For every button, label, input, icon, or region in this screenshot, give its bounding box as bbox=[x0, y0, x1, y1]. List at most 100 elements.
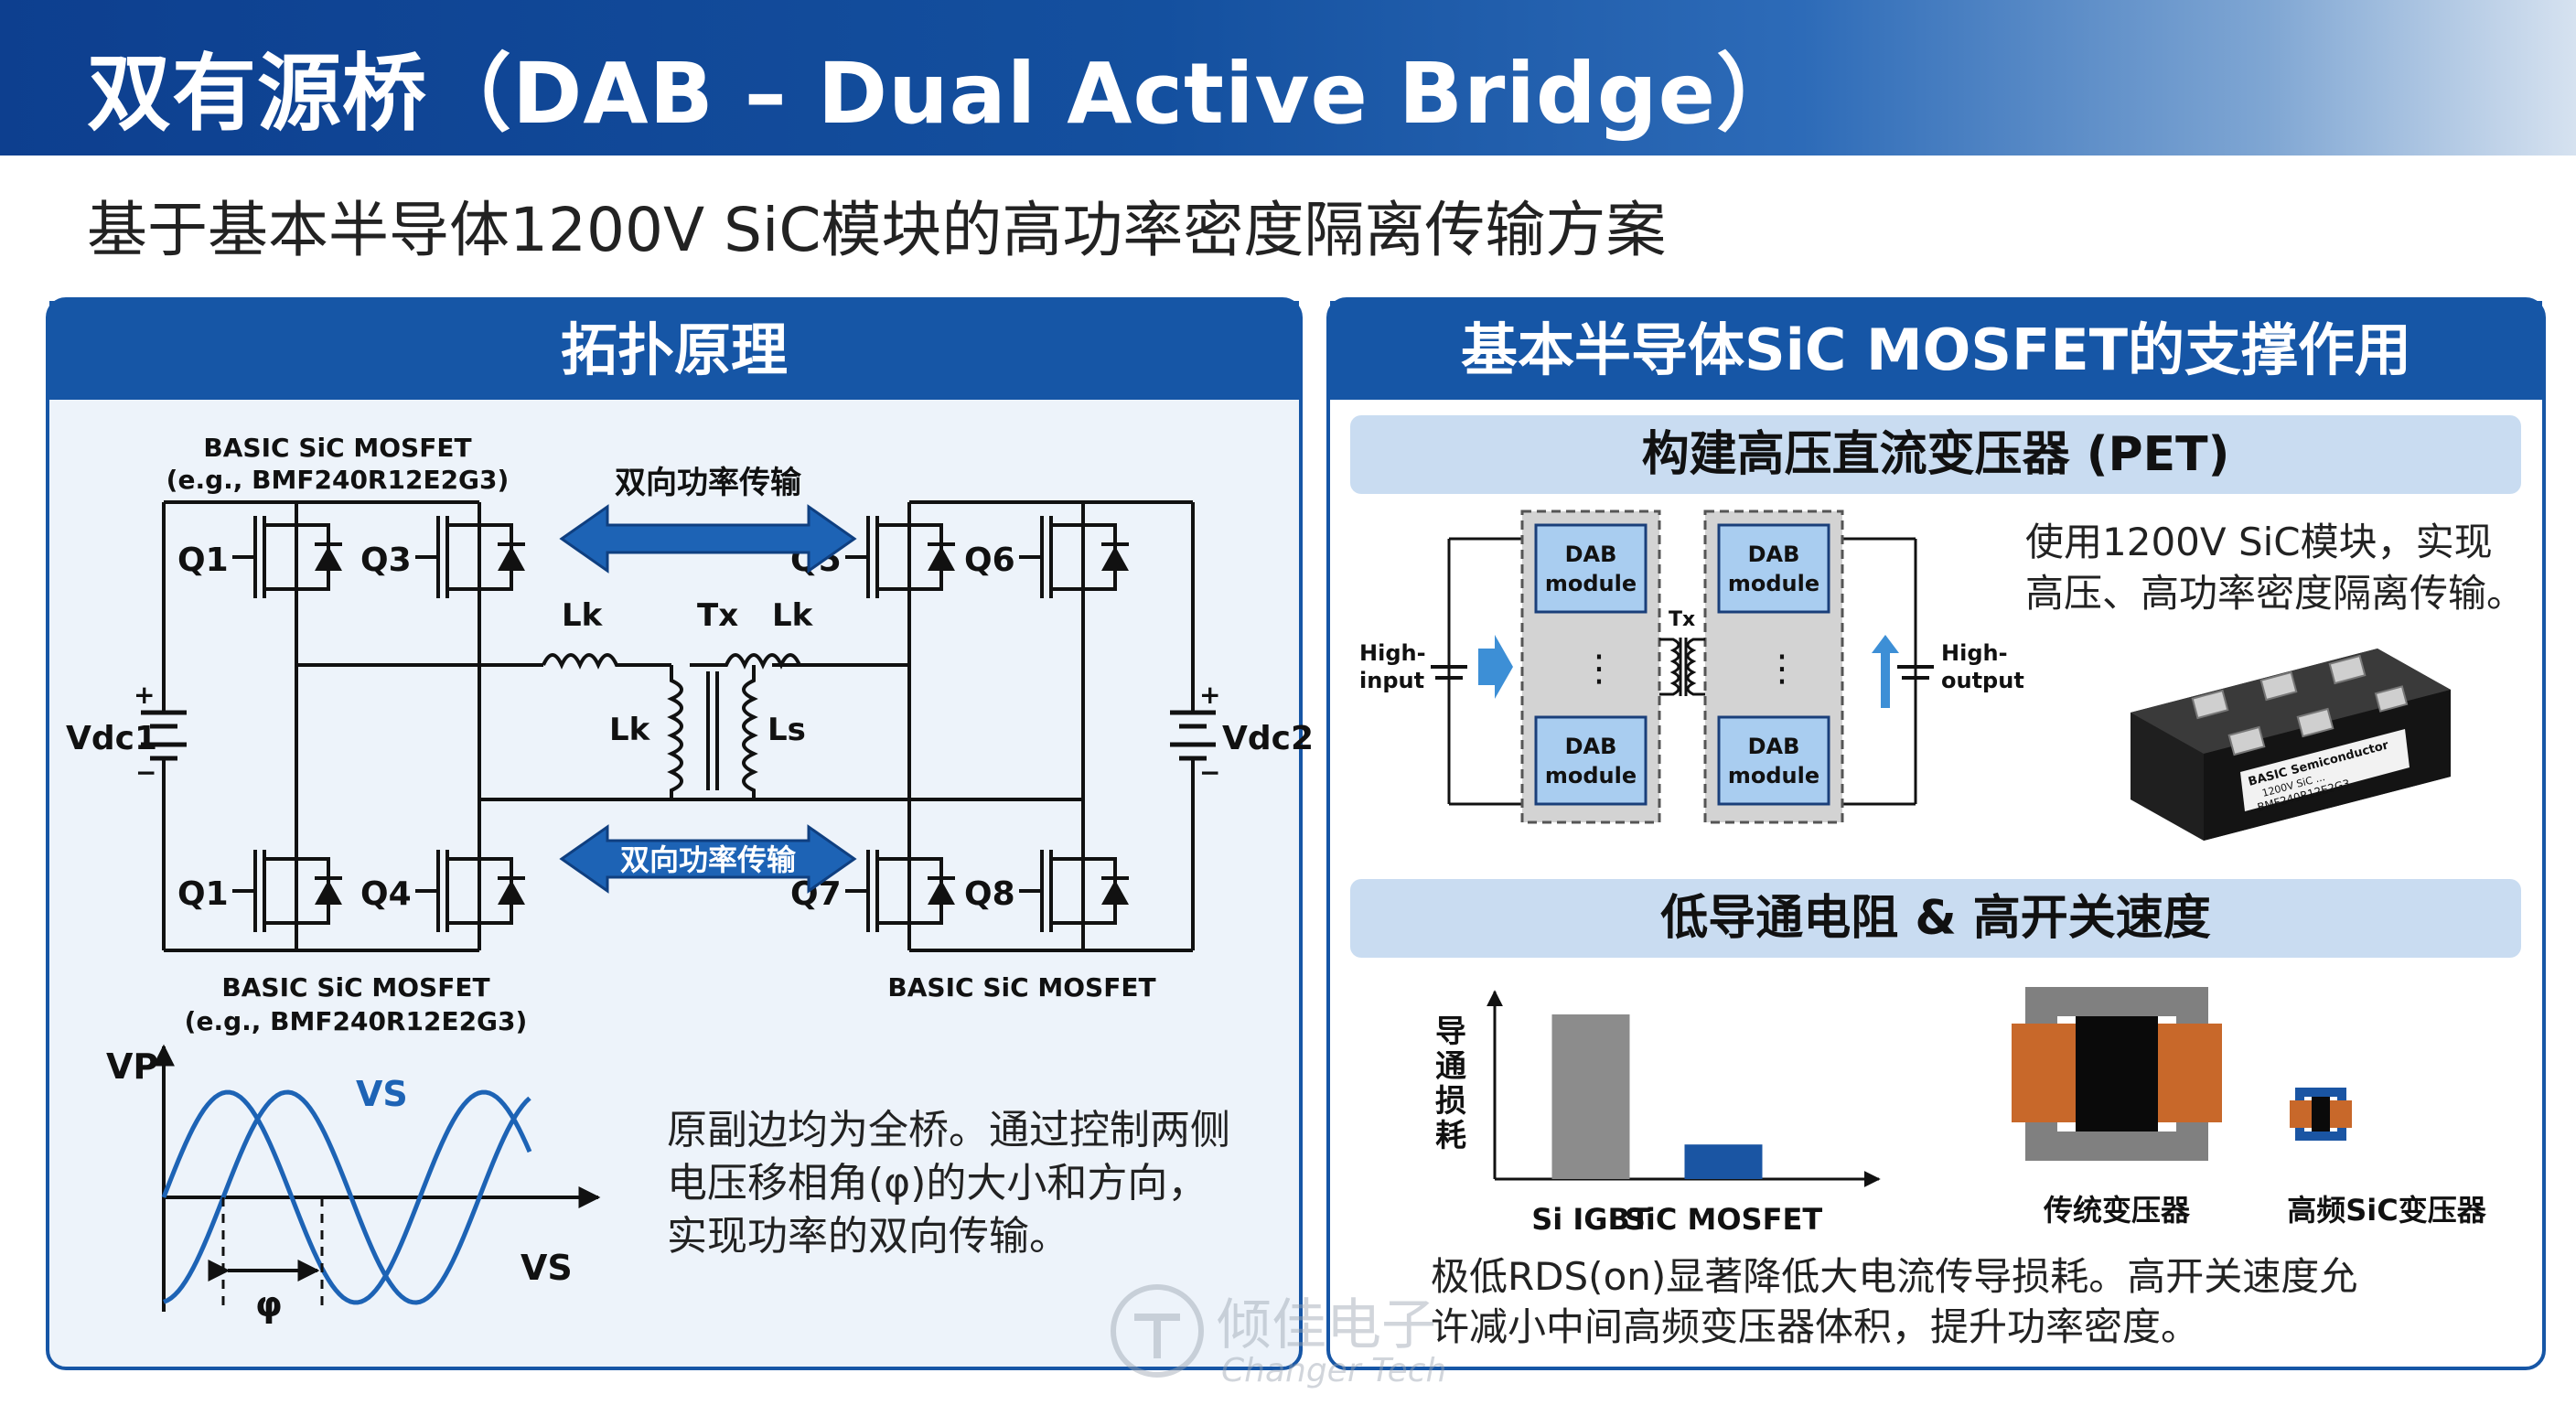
bottom-left-module-label-2: (e.g., BMF240R12E2G3) bbox=[185, 1006, 528, 1036]
dab-module-box: DAB module bbox=[1534, 715, 1648, 806]
topology-panel: 拓扑原理 BASIC SiC MOSFET (e.g., BMF240R12E2… bbox=[46, 297, 1314, 1370]
input-flow-arrow bbox=[1478, 635, 1513, 699]
switch-label: Q8 bbox=[964, 875, 1015, 913]
mosfet-switch: Q7 bbox=[790, 836, 955, 946]
mosfet-switch: Q6 bbox=[964, 502, 1129, 612]
bidirectional-arrow-top bbox=[559, 504, 857, 574]
hf-sic-transformer-graphic bbox=[2290, 1088, 2352, 1141]
vdc2-plus: + bbox=[1199, 680, 1220, 710]
lk-left-label: Lk bbox=[562, 597, 604, 634]
traditional-transformer-label: 传统变压器 bbox=[2043, 1193, 2191, 1228]
page-title: 双有源桥（DAB – Dual Active Bridge） bbox=[87, 45, 1802, 143]
left-bridge-wires bbox=[162, 500, 681, 952]
phi-label: φ bbox=[255, 1284, 283, 1325]
pet-description-line2: 高压、高功率密度隔离传输。 bbox=[2025, 571, 2526, 616]
vdc2-source bbox=[1170, 710, 1216, 761]
sic-description-line1: 极低RDS(on)显著降低大电流传导损耗。高开关速度允 bbox=[1431, 1254, 2358, 1299]
right-bridge-wires bbox=[681, 500, 1195, 952]
svg-text:DAB: DAB bbox=[1565, 734, 1617, 759]
bottom-left-module-label-1: BASIC SiC MOSFET bbox=[221, 972, 489, 1003]
lk-inductor-right bbox=[690, 653, 809, 670]
watermark-logo-icon bbox=[1111, 1284, 1204, 1378]
pet-transformer bbox=[1659, 638, 1705, 696]
vdc1-minus: − bbox=[135, 757, 156, 788]
dab-module-box: DAB module bbox=[1717, 523, 1830, 614]
bar-category-label: Si IGBT bbox=[1531, 1202, 1650, 1237]
dab-module-box: DAB module bbox=[1534, 523, 1648, 614]
svg-text:DAB: DAB bbox=[1748, 734, 1800, 759]
high-output-label-1: High- bbox=[1941, 640, 2008, 666]
y-axis-label-2: 通 bbox=[1435, 1048, 1466, 1085]
vs-label-top: VS bbox=[356, 1074, 408, 1114]
high-output-label-2: output bbox=[1941, 668, 2024, 693]
title-bar: 双有源桥（DAB – Dual Active Bridge） bbox=[0, 0, 2576, 156]
dab-circuit-diagram: BASIC SiC MOSFET (e.g., BMF240R12E2G3) bbox=[66, 433, 1314, 1325]
switch-label: Q1 bbox=[177, 875, 229, 913]
mosfet-switch: Q3 bbox=[360, 502, 525, 612]
topology-description-line3: 实现功率的双向传输。 bbox=[667, 1213, 1069, 1260]
y-axis-label-1: 导 bbox=[1435, 1014, 1466, 1050]
sic-support-panel: 基本半导体SiC MOSFET的支撑作用 构建高压直流变压器 (PET) DAB… bbox=[1326, 297, 2546, 1370]
mosfet-switches: Q1Q3Q5Q6Q1Q4Q7Q8 bbox=[177, 502, 1129, 946]
vdc2-minus: − bbox=[1199, 757, 1220, 788]
mosfet-switch: Q8 bbox=[964, 836, 1129, 946]
ellipsis-right: ⋮ bbox=[1764, 648, 1800, 690]
vdc2-label: Vdc2 bbox=[1222, 720, 1314, 757]
transformer-size-comparison: 传统变压器 高频SiC变压器 bbox=[2012, 987, 2487, 1228]
bar-category-label: SiC MOSFET bbox=[1625, 1202, 1822, 1237]
traditional-transformer-graphic bbox=[2012, 987, 2222, 1161]
svg-text:module: module bbox=[1545, 763, 1637, 788]
arrow-top-label: 双向功率传输 bbox=[615, 465, 802, 501]
high-input-label-1: High- bbox=[1359, 640, 1426, 666]
bidirectional-arrow-bottom bbox=[559, 824, 857, 894]
sic-advantage-section-title: 低导通电阻 & 高开关速度 bbox=[1350, 879, 2521, 958]
mosfet-switch: Q4 bbox=[360, 836, 525, 946]
dab-module-box: DAB module bbox=[1717, 715, 1830, 806]
vdc1-label: Vdc1 bbox=[66, 720, 157, 757]
watermark-subtext: Changer Tech bbox=[1221, 1352, 1447, 1389]
mosfet-switch: Q1 bbox=[177, 502, 342, 612]
pet-section-title: 构建高压直流变压器 (PET) bbox=[1350, 415, 2521, 494]
tx-label: Tx bbox=[697, 597, 738, 634]
sic-description-line2: 许减小中间高频变压器体积，提升功率密度。 bbox=[1431, 1304, 2200, 1349]
page-subtitle: 基于基本半导体1200V SiC模块的高功率密度隔离传输方案 bbox=[87, 195, 1667, 265]
lk-inductor-left bbox=[542, 653, 671, 670]
bar bbox=[1551, 1014, 1630, 1179]
transformer-tx bbox=[667, 665, 758, 799]
vdc1-plus: + bbox=[134, 680, 155, 710]
sic-module-image: BASIC Semiconductor 1200V SiC ... BMF240… bbox=[2131, 649, 2451, 841]
y-axis-label-3: 损 bbox=[1435, 1083, 1466, 1120]
bar bbox=[1684, 1144, 1763, 1179]
high-input-label-2: input bbox=[1359, 668, 1424, 693]
vdc1-source bbox=[141, 710, 187, 761]
switch-label: Q1 bbox=[177, 542, 229, 579]
phase-shift-waveform bbox=[153, 1044, 601, 1312]
svg-text:module: module bbox=[1728, 763, 1819, 788]
ls-label: Ls bbox=[767, 712, 806, 748]
output-flow-arrow bbox=[1872, 635, 1899, 708]
mosfet-switch: Q1 bbox=[177, 836, 342, 946]
svg-text:module: module bbox=[1728, 571, 1819, 596]
switch-label: Q3 bbox=[360, 542, 412, 579]
lk-right-label: Lk bbox=[772, 597, 814, 634]
watermark-text: 倾佳电子 bbox=[1217, 1293, 1436, 1357]
svg-text:DAB: DAB bbox=[1565, 542, 1617, 567]
hf-sic-transformer-label: 高频SiC变压器 bbox=[2287, 1193, 2487, 1228]
switch-label: Q6 bbox=[964, 542, 1015, 579]
switch-label: Q4 bbox=[360, 875, 412, 913]
sic-support-panel-title: 基本半导体SiC MOSFET的支撑作用 bbox=[1330, 301, 2542, 400]
topology-description-line2: 电压移相角(φ)的大小和方向， bbox=[667, 1160, 1208, 1207]
lk-mag-label: Lk bbox=[609, 712, 651, 748]
ellipsis-left: ⋮ bbox=[1581, 648, 1617, 690]
svg-text:DAB: DAB bbox=[1748, 542, 1800, 567]
y-axis-label-4: 耗 bbox=[1435, 1118, 1466, 1154]
top-module-label-1: BASIC SiC MOSFET bbox=[203, 433, 471, 463]
top-module-label-2: (e.g., BMF240R12E2G3) bbox=[166, 465, 510, 495]
topology-panel-title: 拓扑原理 bbox=[49, 301, 1299, 400]
svg-text:module: module bbox=[1545, 571, 1637, 596]
vs-label-bottom: VS bbox=[521, 1248, 573, 1288]
pet-description-line1: 使用1200V SiC模块，实现 bbox=[2025, 520, 2493, 564]
pet-tx-label: Tx bbox=[1669, 608, 1695, 631]
